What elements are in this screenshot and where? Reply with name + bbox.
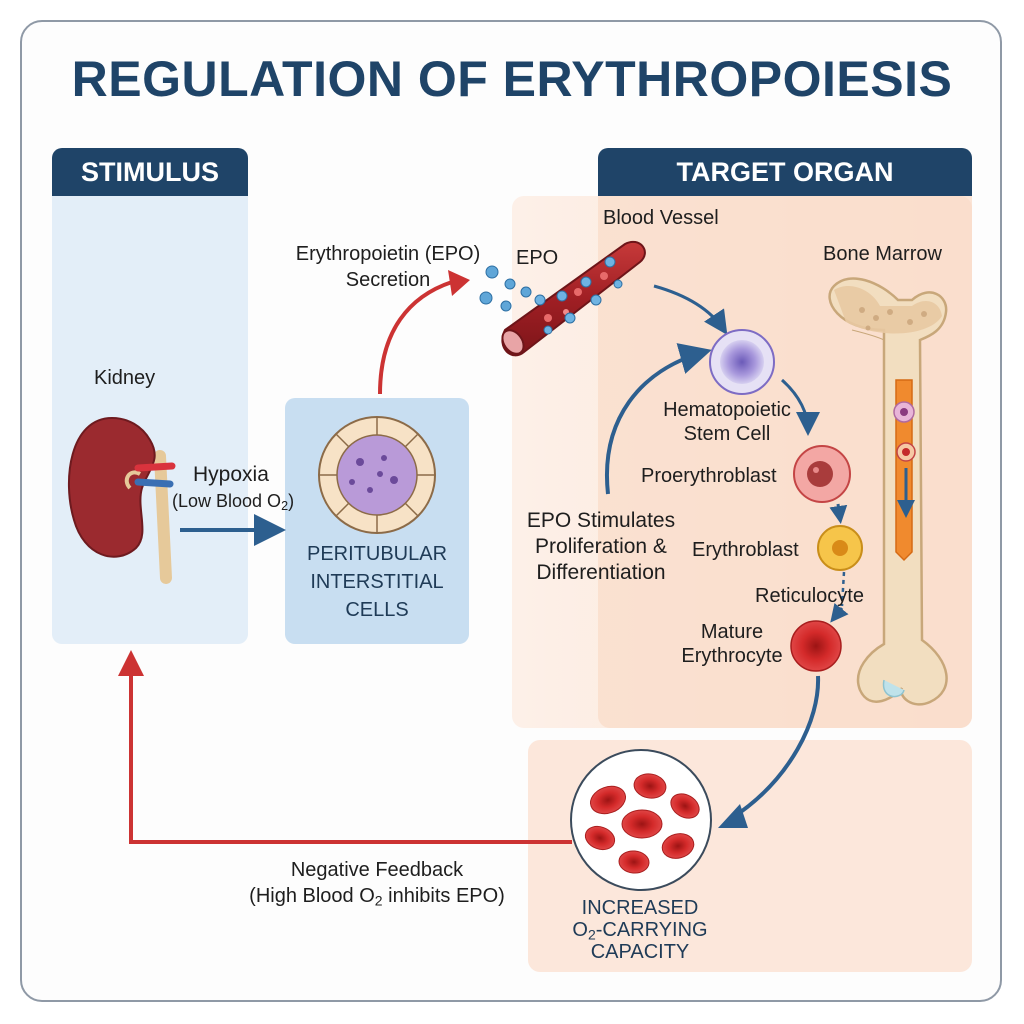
epo-secretion-label-line-1: Erythropoietin (EPO) — [295, 243, 481, 265]
blood-vessel-icon — [501, 241, 646, 357]
blood-vessel-label: Blood Vessel — [603, 207, 719, 229]
peritubular-cells-label-line-3: CELLS — [345, 599, 409, 621]
increased-capacity-label-line-3: CAPACITY — [590, 941, 690, 963]
hematopoietic-stem-cell-icon — [709, 329, 775, 395]
peritubular-cells-label-line-1: PERITUBULAR — [306, 543, 448, 565]
bone-marrow-label: Bone Marrow — [823, 243, 942, 265]
stimulus-panel — [52, 196, 248, 644]
target-organ-header: TARGET ORGAN — [598, 148, 972, 196]
mature-erythrocyte-label-line-1: Mature — [700, 621, 764, 643]
peritubular-cells-icon — [318, 416, 436, 534]
epo-label: EPO — [516, 247, 559, 269]
proerythroblast-icon — [793, 445, 851, 503]
hsc-label-line-1: Hematopoietic — [663, 399, 791, 421]
hypoxia-label: Hypoxia — [193, 463, 269, 486]
epo-stimulates-label-line-3: Differentiation — [536, 561, 666, 584]
negative-feedback-label-line-2: (High Blood O2 inhibits EPO) — [249, 885, 505, 909]
peritubular-cells-label-line-2: INTERSTITIAL — [310, 571, 444, 593]
reticulocyte-label: Reticulocyte — [755, 585, 864, 607]
epo-molecules-icon — [479, 265, 532, 312]
red-blood-cells-icon — [570, 749, 712, 891]
erythroblast-icon — [817, 525, 863, 571]
kidney-icon — [68, 416, 176, 584]
low-blood-o2-label: (Low Blood O2) — [172, 491, 295, 514]
mature-erythrocyte-label-line-2: Erythrocyte — [681, 645, 783, 667]
epo-stimulates-label-line-2: Proliferation & — [535, 535, 667, 558]
negative-feedback-label-line-1: Negative Feedback — [290, 859, 464, 881]
stimulus-header: STIMULUS — [52, 148, 248, 196]
erythroblast-label: Erythroblast — [692, 539, 799, 561]
epo-secretion-label-line-2: Secretion — [345, 269, 431, 291]
bone-marrow-icon — [828, 277, 948, 706]
proerythroblast-label: Proerythroblast — [641, 465, 777, 487]
diagram-title: REGULATION OF ERYTHROPOIESIS — [71, 51, 953, 107]
epo-stimulates-label-line-1: EPO Stimulates — [526, 509, 676, 532]
hsc-label-line-2: Stem Cell — [683, 423, 771, 445]
increased-capacity-label-line-2: O2-CARRYING — [572, 919, 708, 943]
mature-erythrocyte-icon — [790, 620, 842, 672]
kidney-label: Kidney — [94, 367, 156, 389]
increased-capacity-label-line-1: INCREASED — [581, 897, 699, 919]
